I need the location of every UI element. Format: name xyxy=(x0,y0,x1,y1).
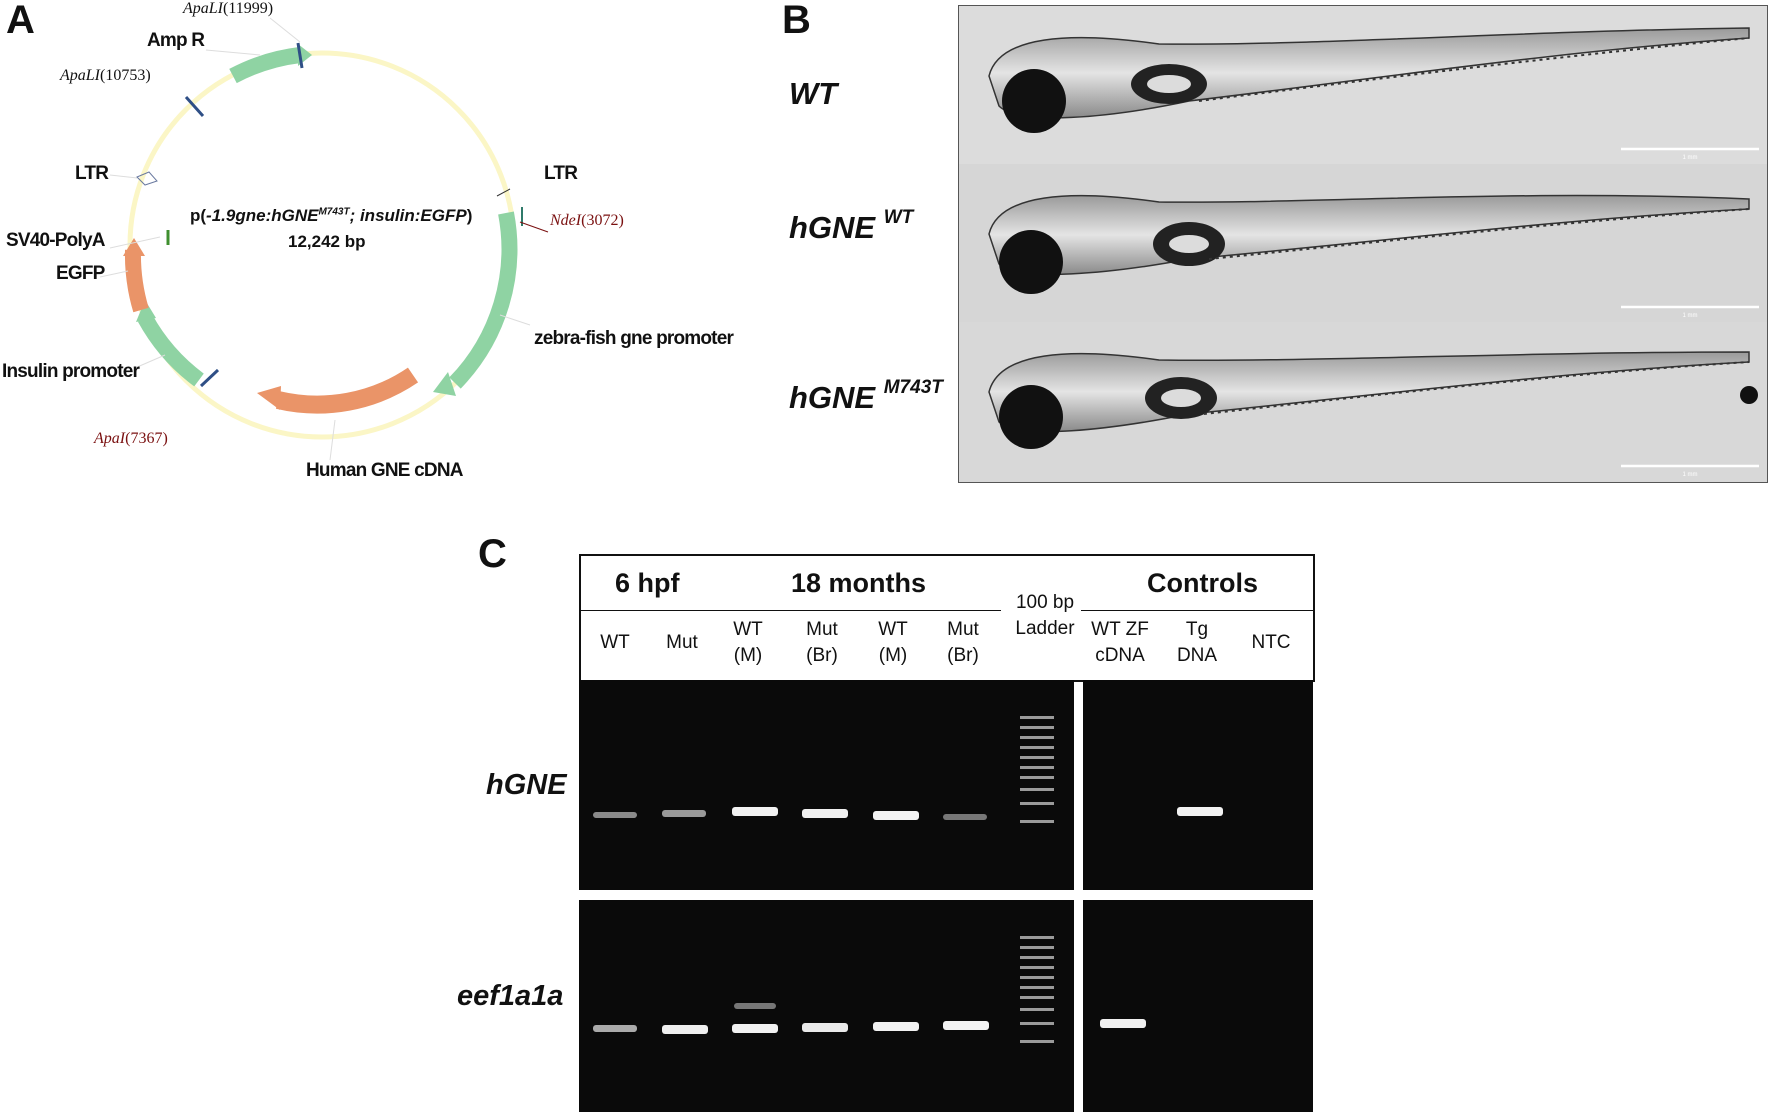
eef-band-lane4 xyxy=(802,1023,848,1032)
hgne-band-lane4 xyxy=(802,809,848,818)
hgne-ladder xyxy=(1020,716,1054,823)
fish-image-panel: 1 mm 1 mm 1 mm xyxy=(958,5,1768,483)
eef-band-lane2 xyxy=(662,1025,708,1034)
hgne-band-lane1 xyxy=(593,812,637,818)
lane-5-label: WT(M) xyxy=(878,619,908,666)
plasmid-map xyxy=(99,17,549,461)
hgne-band-lane6 xyxy=(943,814,987,820)
apai-label: ApaI(7367) xyxy=(94,430,168,447)
ltr-left-label: LTR xyxy=(75,163,109,184)
fish-row-hgne-wt-label: hGNE WT xyxy=(789,206,914,245)
apali-10753-label: ApaLI(10753) xyxy=(60,67,151,84)
hgne-band-lane5 xyxy=(873,811,919,820)
gel-eef-left xyxy=(579,900,1074,1112)
scale-text-3: 1 mm xyxy=(1683,472,1698,478)
sv40-label: SV40-PolyA xyxy=(6,230,105,251)
eef-band-lane6 xyxy=(943,1021,989,1030)
gel-header-table: 6 hpf 18 months Controls 100 bp Ladder W… xyxy=(579,554,1315,682)
gel-hgne-right xyxy=(1083,680,1313,890)
panel-b-letter: B xyxy=(782,0,811,42)
insulin-label: Insulin promoter xyxy=(2,361,140,382)
plasmid-title: p(-1.9gne:hGNEM743T; insulin:EGFP) xyxy=(190,206,473,225)
gel-hgne-left xyxy=(579,680,1074,890)
apai-tick xyxy=(199,368,220,388)
lane-3-label: WT(M) xyxy=(733,619,763,666)
ltr-right-mark xyxy=(496,188,511,197)
zf-promoter-feature xyxy=(449,211,518,389)
eef-band-lane5 xyxy=(873,1022,919,1031)
ladder-label: 100 bp Ladder xyxy=(1015,592,1075,639)
larva-hgne-wt xyxy=(988,194,1750,294)
human-gne-arrowhead xyxy=(257,386,281,410)
row-label-eef1a1a: eef1a1a xyxy=(457,980,564,1012)
lane-6-label: Mut(Br) xyxy=(947,619,979,666)
zf-promoter-label: zebra-fish gne promoter xyxy=(534,328,734,349)
ltr-left-mark xyxy=(136,171,158,186)
apali-11999-tick xyxy=(296,42,304,69)
eef-band-lane1 xyxy=(593,1025,637,1032)
scale-text-1: 1 mm xyxy=(1683,155,1698,161)
gel-eef-right xyxy=(1083,900,1313,1112)
apali-11999-label: ApaLI(11999) xyxy=(183,0,274,17)
insulin-promoter-feature xyxy=(137,314,204,387)
eef-ladder xyxy=(1020,936,1054,1043)
insulin-arrowhead xyxy=(136,300,156,322)
row-label-hgne: hGNE xyxy=(486,769,567,801)
zf-promoter-arrowhead xyxy=(433,372,456,396)
fish-row-hgne-m743t-label: hGNE M743T xyxy=(789,376,943,415)
larva-wt xyxy=(988,27,1750,133)
ltr-right-label: LTR xyxy=(544,163,578,184)
lane-4-label: Mut(Br) xyxy=(806,619,838,666)
apali-10753-tick xyxy=(184,95,205,118)
hgne-band-tg xyxy=(1177,807,1223,816)
eef-band-lane3-upper xyxy=(734,1003,776,1009)
panel-c-letter: C xyxy=(478,532,507,576)
human-gne-feature xyxy=(275,367,419,414)
egfp-label: EGFP xyxy=(56,263,105,284)
egfp-feature xyxy=(124,249,149,313)
lane-1-label: WT xyxy=(600,632,630,653)
eef-band-wtzf xyxy=(1100,1019,1146,1028)
panel-a-letter: A xyxy=(6,0,35,42)
group-6hpf: 6 hpf xyxy=(615,568,680,598)
fish-row-wt-label: WT xyxy=(789,76,838,111)
larva-hgne-m743t xyxy=(988,351,1758,449)
hgne-band-lane3 xyxy=(732,807,778,816)
group-controls: Controls xyxy=(1147,568,1258,598)
lane-2-label: Mut xyxy=(666,632,698,653)
eef-band-lane3 xyxy=(732,1024,778,1033)
plasmid-size: 12,242 bp xyxy=(288,232,366,251)
hgne-band-lane2 xyxy=(662,810,706,817)
egfp-arrowhead xyxy=(123,238,145,256)
gel-images xyxy=(579,680,1313,1112)
ndei-label: NdeI(3072) xyxy=(550,212,624,229)
amp-r-feature xyxy=(229,47,302,84)
group-18months: 18 months xyxy=(791,568,927,598)
human-gne-label: Human GNE cDNA xyxy=(306,460,463,481)
amp-r-label: Amp R xyxy=(147,30,205,51)
lane-9-label: NTC xyxy=(1251,632,1291,653)
scale-text-2: 1 mm xyxy=(1683,313,1698,319)
